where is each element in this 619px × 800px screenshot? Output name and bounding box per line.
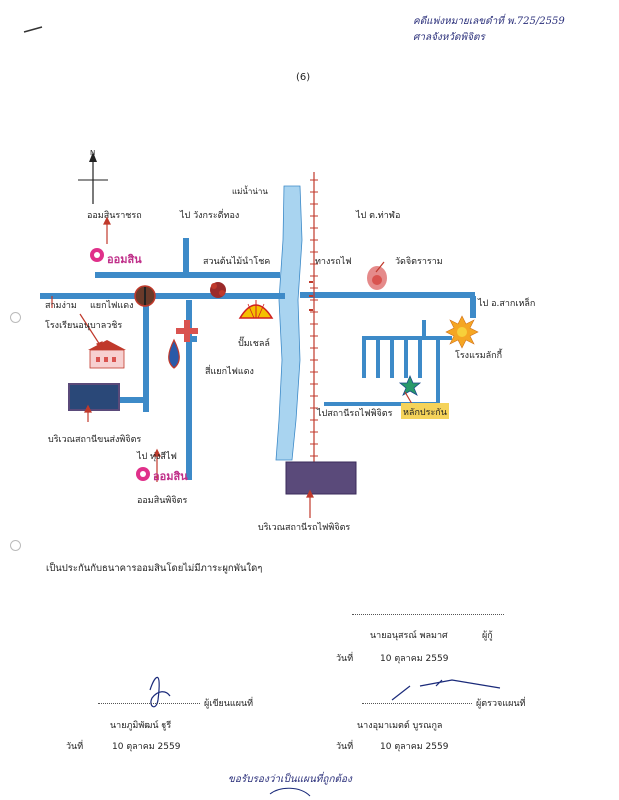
gsb-logo-icon <box>90 248 104 262</box>
shell-label: ปั๊มเชลล์ <box>238 339 270 349</box>
railway <box>309 172 318 464</box>
to-wangkrad-label: ไป วังกระดี่ทอง <box>180 211 240 221</box>
bus-station-building <box>68 383 120 411</box>
borrower-date-label: วันที่ <box>336 654 354 664</box>
train-station-area-label: บริเวณสถานีรถไฟพิจิตร <box>258 523 351 533</box>
page-number: (6) <box>296 72 311 83</box>
railway-label: ทางรถไฟ <box>315 257 352 267</box>
checker-date-label: วันที่ <box>336 742 354 752</box>
fuel-drop-icon <box>168 338 180 369</box>
temple-label: วัดจิตราราม <box>395 257 443 267</box>
samngam-label: สามง่าม <box>45 301 77 311</box>
binder-hole <box>10 540 21 551</box>
pin-label: หลักประกัน <box>403 408 447 418</box>
river <box>275 185 303 461</box>
school-icon <box>88 340 126 369</box>
borrower-date: 10 ตุลาคม 2559 <box>380 654 449 664</box>
gsb-logo-text: ออมสิน <box>107 253 142 266</box>
hospital-cross-icon <box>176 320 198 342</box>
borrower-signature-line <box>352 614 504 615</box>
checker-name: นางอุมาเมตต์ บูรณกูล <box>357 721 443 731</box>
tree-icon <box>210 282 226 298</box>
pin-label-highlight <box>401 403 449 419</box>
court-note: ศาลจังหวัดพิจิตร <box>413 32 485 43</box>
collateral-pin-icon <box>398 374 422 396</box>
hotel-label: โรงแรมลักกี้ <box>455 351 503 361</box>
red-light-junction-2-label: สี่แยกไฟแดง <box>205 367 254 377</box>
gsb-logo-icon <box>136 467 150 481</box>
drafter-signature-line <box>98 703 200 704</box>
pen-mark <box>23 26 43 33</box>
gsb-logo-text-2: ออมสิน <box>153 470 188 483</box>
to-thaphon-label: ไป ต.ท่าฬ่อ <box>356 211 401 221</box>
guarantee-statement: เป็นประกันกับธนาคารออมสินโดยไม่มีภาระผูก… <box>46 563 263 574</box>
case-number-note: คดีแพ่งหมายเลขดำที่ พ.725/2559 <box>413 16 565 27</box>
to-station-label: ไปสถานีรถไฟพิจิตร <box>317 409 393 419</box>
orchard-label: สวนต้นไม้นำโชค <box>203 257 271 267</box>
temple-icon <box>367 266 387 290</box>
to-thung-sai-label: ไป ทุ่งสีไฟ <box>137 452 177 462</box>
gsb-phichit-label: ออมสินพิจิตร <box>137 496 188 506</box>
gsb-rachada-label: ออมสินราชรถ <box>87 211 142 221</box>
binder-hole <box>10 312 21 323</box>
borrower-role: ผู้กู้ <box>482 631 493 641</box>
to-sak-lek-label: ไป อ.สากเหล็ก <box>478 299 536 309</box>
drafter-date-label: วันที่ <box>66 742 84 752</box>
north-label: N <box>90 149 96 157</box>
traffic-light-icon <box>134 285 156 307</box>
drafter-date: 10 ตุลาคม 2559 <box>112 742 181 752</box>
checker-signature-line <box>362 703 472 704</box>
red-light-junction-label: แยกไฟแดง <box>90 301 134 311</box>
checker-date: 10 ตุลาคม 2559 <box>380 742 449 752</box>
checker-role: ผู้ตรวจแผนที่ <box>476 699 526 709</box>
drafter-name: นายภูมิพัฒน์ ฐูรี <box>110 721 172 731</box>
borrower-name: นายอนุสรณ์ พลมาศ <box>370 631 448 641</box>
shell-logo-icon <box>238 300 274 319</box>
school-label: โรงเรียนอนุบาลวชิร <box>45 321 123 331</box>
train-station-building <box>285 461 357 495</box>
bus-station-label: บริเวณสถานีขนส่งพิจิตร <box>48 435 142 445</box>
north-arrow-icon <box>78 152 108 204</box>
roads <box>40 238 476 480</box>
footer-handwriting: ขอรับรองว่าเป็นแผนที่ถูกต้อง <box>228 774 352 785</box>
river-label: แม่น้ำน่าน <box>232 187 268 196</box>
pointer-arrows <box>51 216 413 518</box>
hotel-sun-icon <box>445 315 479 349</box>
drafter-role: ผู้เขียนแผนที่ <box>204 699 254 709</box>
